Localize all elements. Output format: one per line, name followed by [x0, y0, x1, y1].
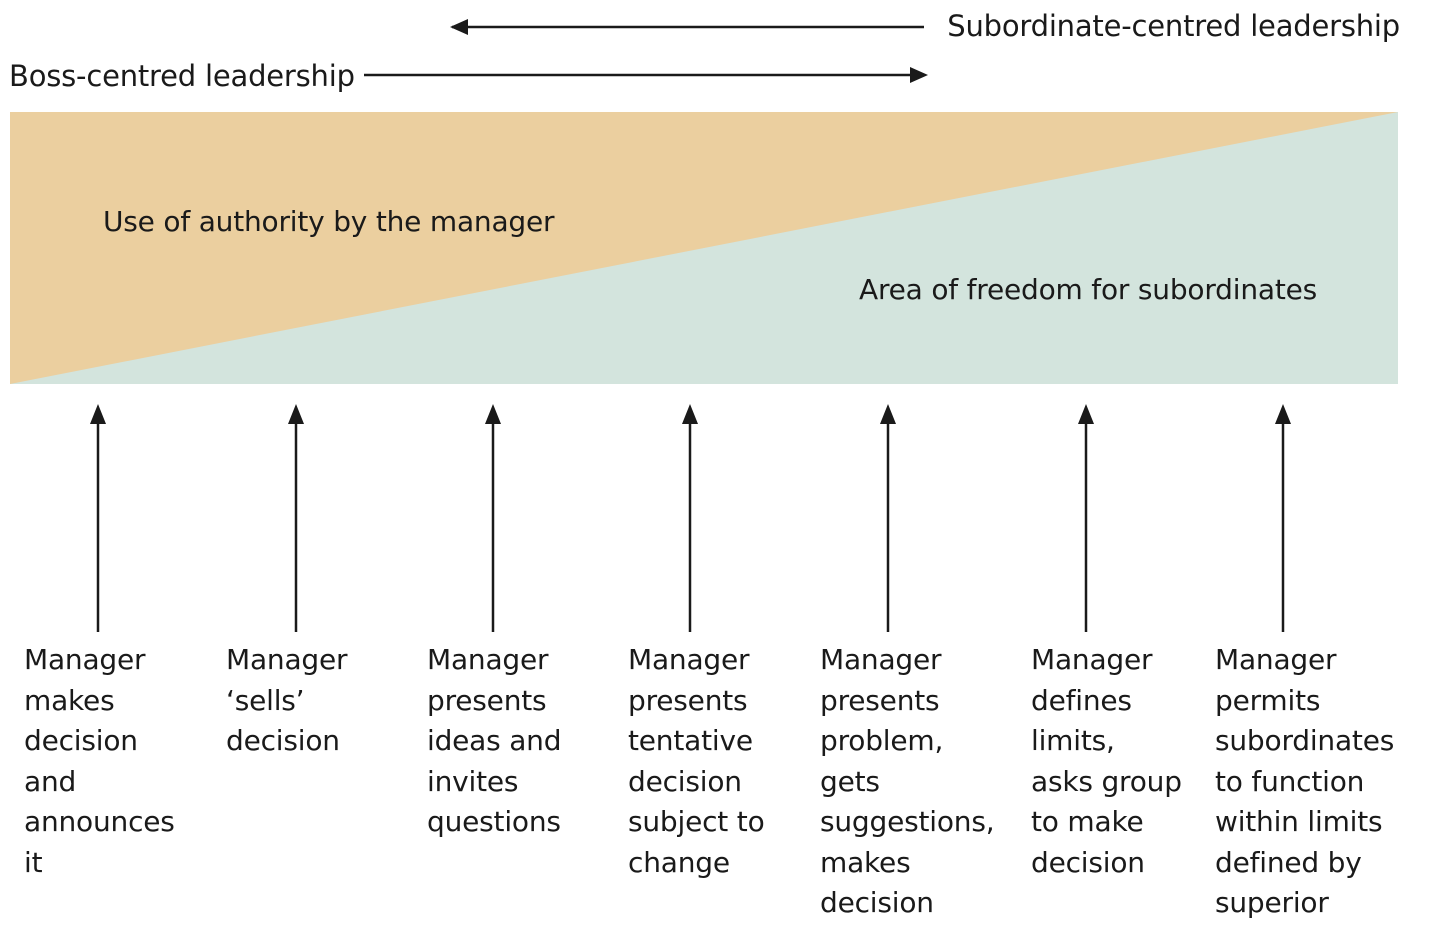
behaviour-arrows	[90, 404, 1291, 632]
behaviour-label-5: Manager presents problem, gets suggestio…	[820, 643, 995, 919]
freedom-label: Area of freedom for subordinates	[859, 273, 1318, 306]
behaviour-arrow-7	[1275, 404, 1291, 632]
subordinate-centred-heading: Subordinate-centred leadership	[947, 9, 1400, 43]
behaviour-label-1: Manager makes decision and announces it	[24, 643, 175, 879]
up-arrow-icon	[485, 404, 501, 424]
up-arrow-icon	[682, 404, 698, 424]
subordinate-arrowhead-icon	[450, 19, 468, 35]
authority-label: Use of authority by the manager	[103, 205, 555, 238]
freedom-area	[10, 112, 1398, 384]
up-arrow-icon	[90, 404, 106, 424]
behaviour-arrow-5	[880, 404, 896, 632]
boss-arrowhead-icon	[910, 67, 928, 83]
behaviour-arrow-2	[288, 404, 304, 632]
behaviour-arrow-4	[682, 404, 698, 632]
behaviour-label-3: Manager presents ideas and invites quest…	[427, 643, 562, 838]
up-arrow-icon	[1275, 404, 1291, 424]
behaviour-arrow-3	[485, 404, 501, 632]
boss-centred-heading: Boss-centred leadership	[9, 59, 355, 93]
up-arrow-icon	[288, 404, 304, 424]
behaviour-label-4: Manager presents tentative decision subj…	[628, 643, 765, 879]
behaviour-label-6: Manager defines limits, asks group to ma…	[1031, 643, 1182, 879]
up-arrow-icon	[880, 404, 896, 424]
behaviour-label-2: Manager ‘sells’ decision	[226, 643, 348, 757]
behaviour-label-7: Manager permits subordinates to function…	[1215, 643, 1395, 919]
behaviour-arrow-6	[1078, 404, 1094, 632]
behaviour-arrow-1	[90, 404, 106, 632]
up-arrow-icon	[1078, 404, 1094, 424]
